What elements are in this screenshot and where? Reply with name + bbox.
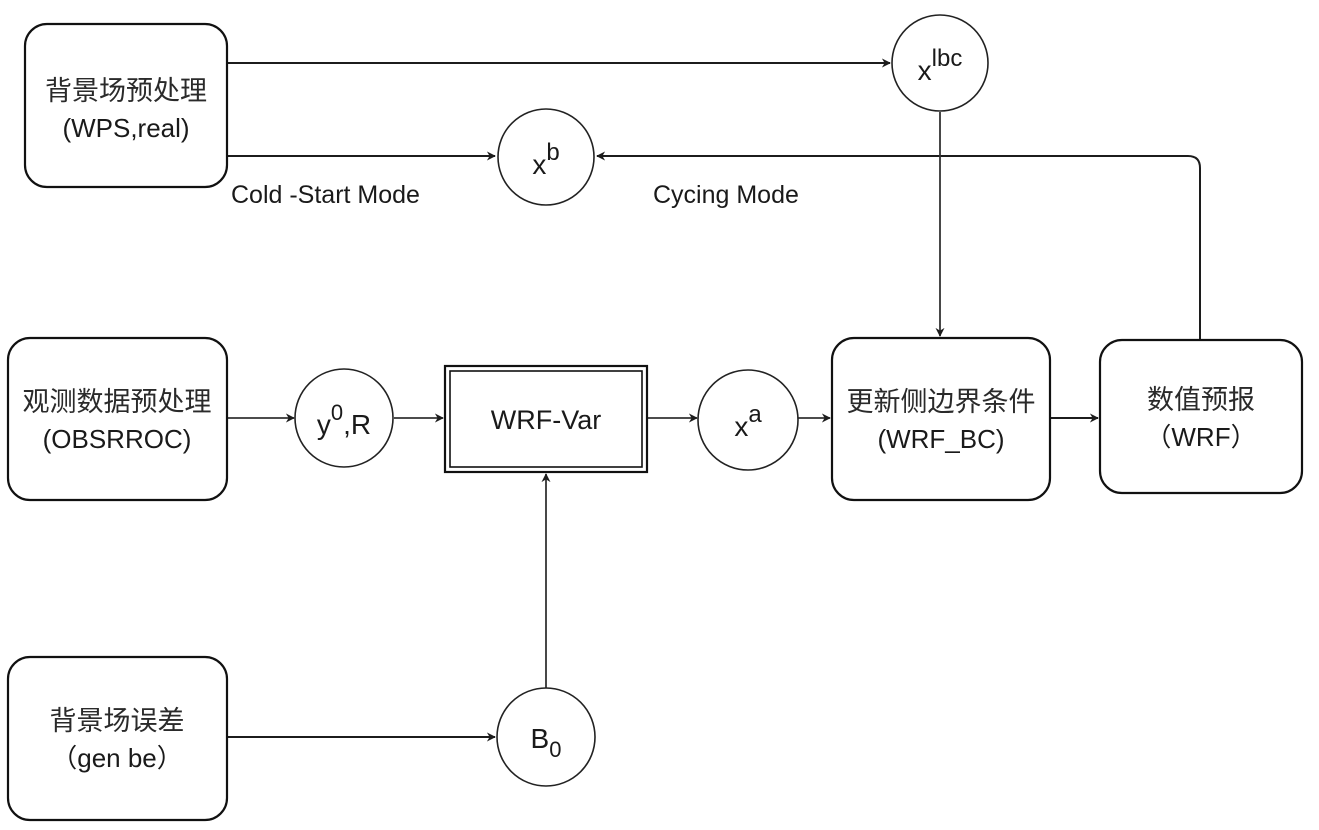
node-circle xyxy=(496,687,596,787)
node-label: xa xyxy=(734,401,762,442)
node-x-lbc[interactable]: xlbc xyxy=(891,14,989,112)
node-circle xyxy=(891,14,989,112)
symbol-base: y xyxy=(317,409,331,440)
symbol-base: B xyxy=(531,723,550,754)
node-label: WRF-Var xyxy=(491,405,601,435)
symbol-suffix: ,R xyxy=(343,409,371,440)
symbol-superscript: a xyxy=(748,401,762,428)
node-circle xyxy=(497,108,595,206)
node-label-cn: 背景场误差 xyxy=(50,706,185,737)
edges xyxy=(227,58,1201,742)
node-y0-r[interactable]: y0,R xyxy=(294,368,394,468)
node-box-outer xyxy=(443,364,649,474)
edge-wrf-to-xb xyxy=(596,151,1201,340)
node-label-cn: 数值预报 xyxy=(1147,385,1255,416)
node-circle xyxy=(294,368,394,468)
node-wrf-var[interactable]: WRF-Var xyxy=(443,364,649,474)
node-circle xyxy=(697,369,799,471)
symbol-subscript: 0 xyxy=(549,737,561,762)
symbol-superscript: b xyxy=(546,139,559,166)
node-label-en: (OBSRROC) xyxy=(43,424,192,454)
label-cycling-mode: Cycing Mode xyxy=(653,181,799,209)
node-background-error[interactable]: 背景场误差 （gen be） xyxy=(6,655,229,822)
node-update-boundary[interactable]: 更新侧边界条件 (WRF_BC) xyxy=(830,336,1052,502)
node-label-en: (WPS,real) xyxy=(62,113,189,143)
label-cold-start-mode: Cold -Start Mode xyxy=(231,181,420,209)
symbol-superscript: lbc xyxy=(932,45,963,72)
node-box-inner xyxy=(449,370,643,468)
node-x-a[interactable]: xa xyxy=(697,369,799,471)
node-box xyxy=(1098,338,1304,495)
symbol-base: x xyxy=(532,149,546,180)
node-label-en: (WRF_BC) xyxy=(877,424,1004,454)
node-label: xlbc xyxy=(918,45,963,86)
node-label: B0 xyxy=(531,723,562,762)
node-wps-preprocess[interactable]: 背景场预处理 (WPS,real) xyxy=(23,22,229,189)
node-box xyxy=(830,336,1052,502)
node-b0[interactable]: B0 xyxy=(496,687,596,787)
node-label-en: （WRF） xyxy=(1145,422,1256,452)
node-box xyxy=(6,655,229,822)
symbol-superscript: 0 xyxy=(331,400,343,425)
node-label: xb xyxy=(532,139,559,180)
symbol-base: x xyxy=(918,55,932,86)
node-box xyxy=(23,22,229,189)
node-label-cn: 更新侧边界条件 xyxy=(847,387,1036,418)
symbol-base: x xyxy=(734,411,748,442)
node-numerical-forecast[interactable]: 数值预报 （WRF） xyxy=(1098,338,1304,495)
node-x-b[interactable]: xb xyxy=(497,108,595,206)
node-label: y0,R xyxy=(317,400,371,440)
node-label-cn: 观测数据预处理 xyxy=(23,387,212,418)
node-label-cn: 背景场预处理 xyxy=(45,76,207,107)
node-label-en: （gen be） xyxy=(51,743,183,773)
node-box xyxy=(6,336,229,502)
node-obs-preprocess[interactable]: 观测数据预处理 (OBSRROC) xyxy=(6,336,229,502)
